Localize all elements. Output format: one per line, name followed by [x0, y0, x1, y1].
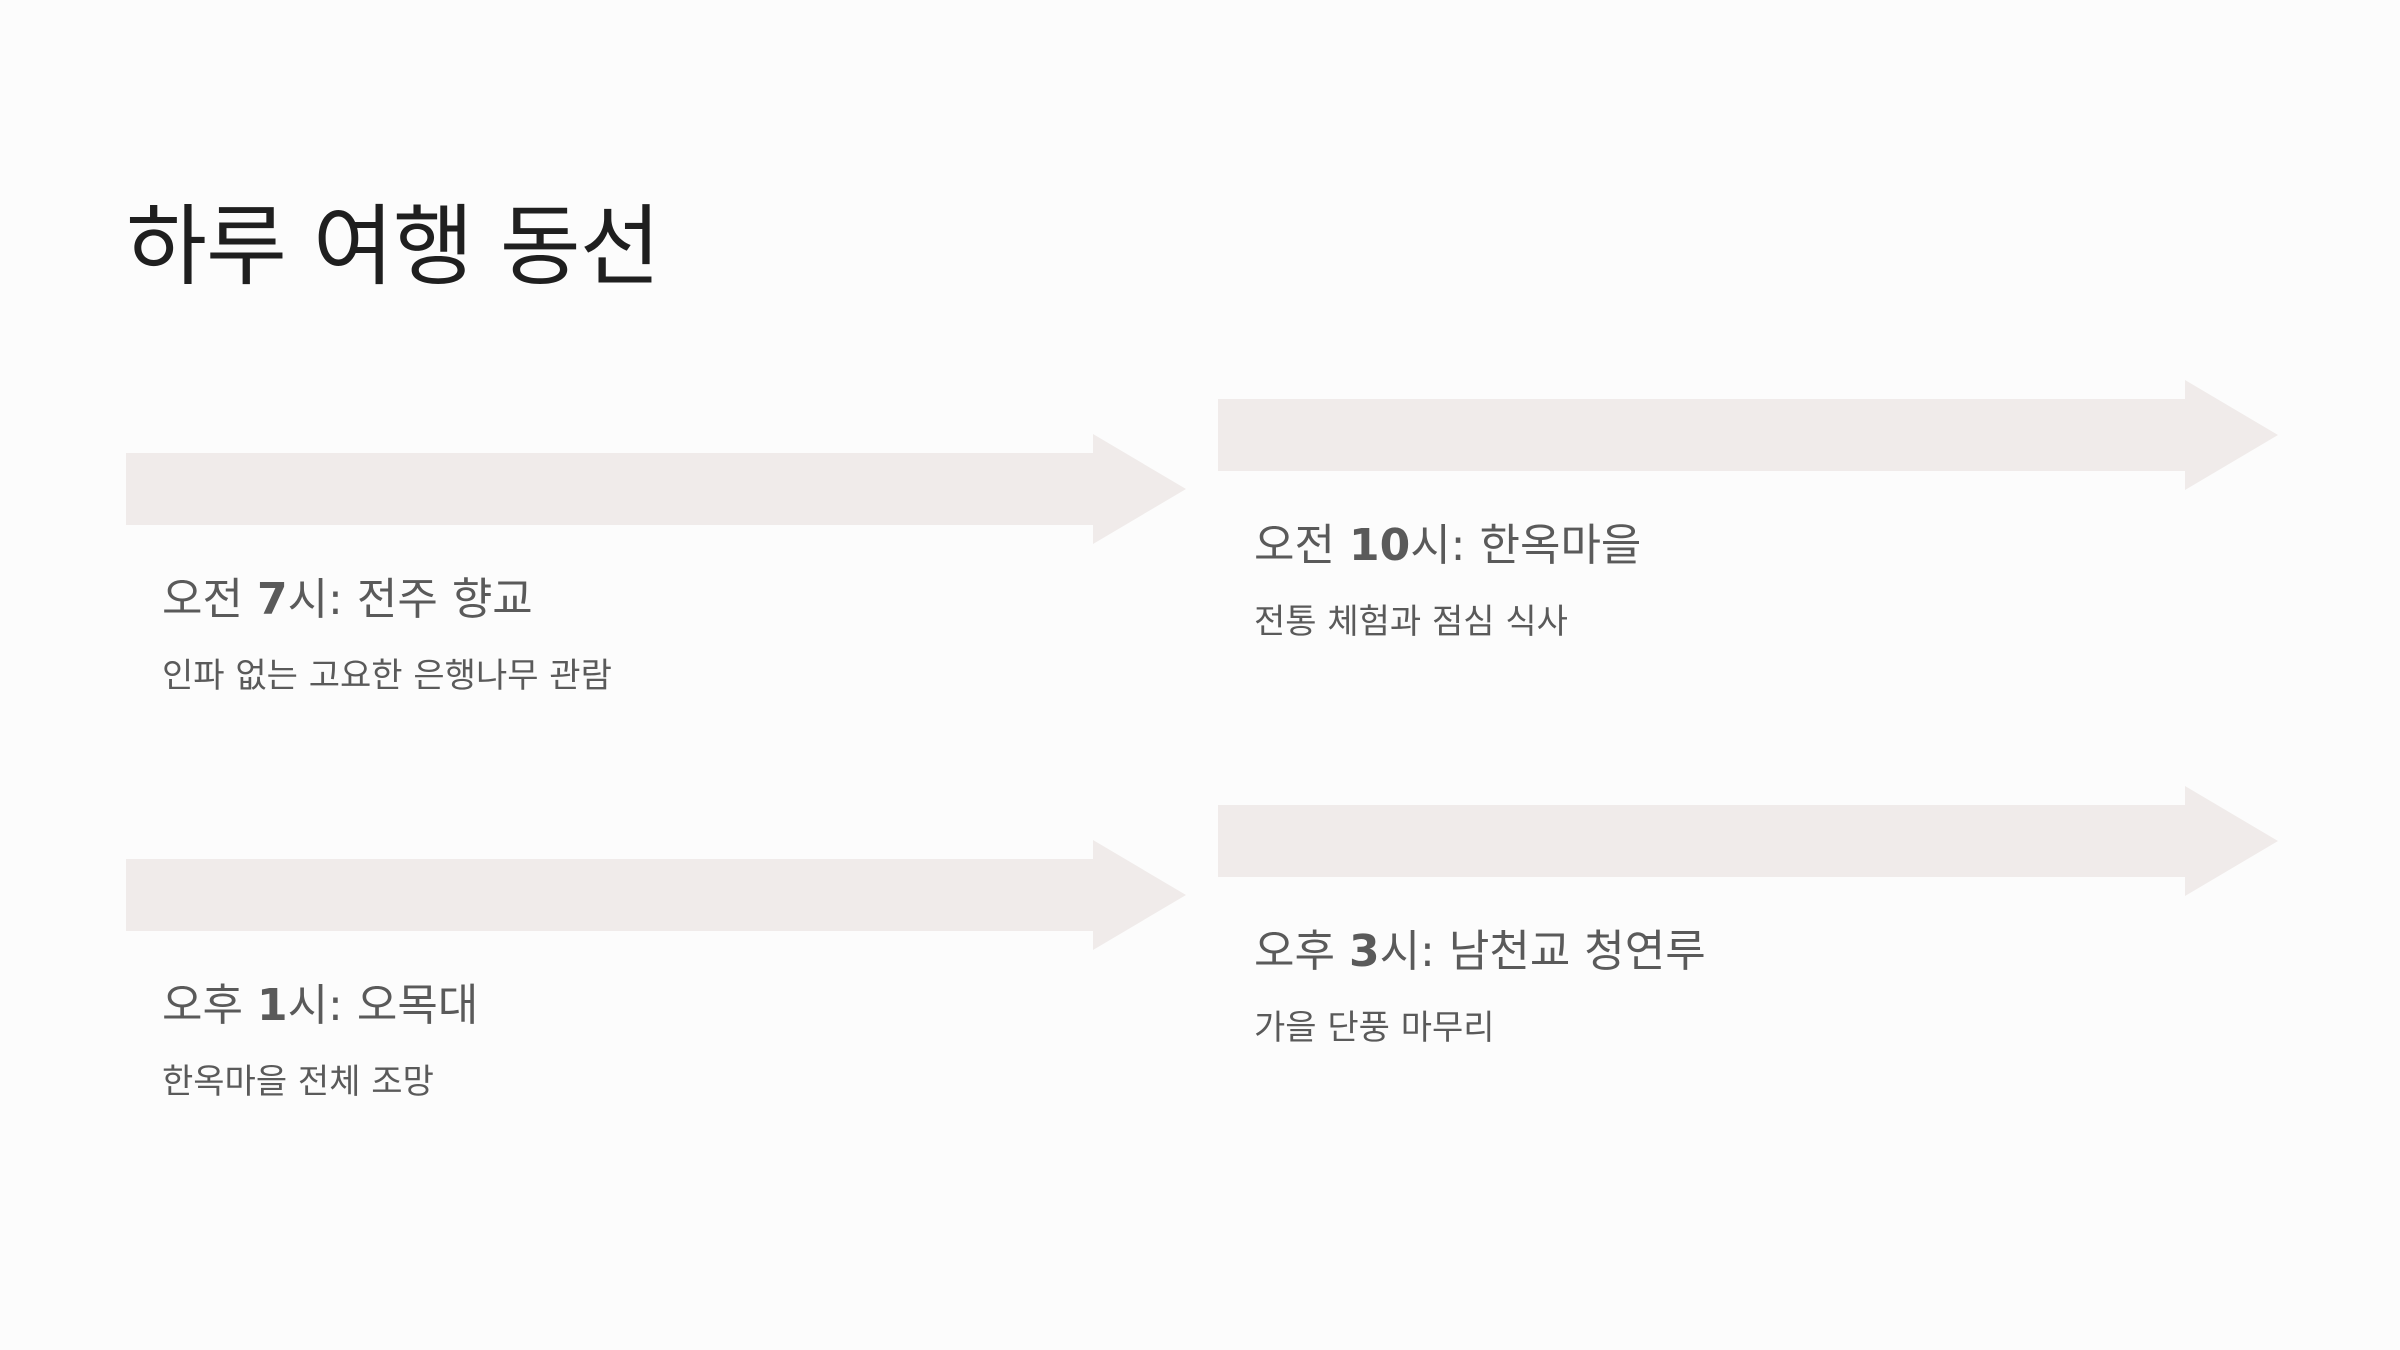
step-time-suffix: 시:: [1379, 926, 1449, 977]
step-card-4: 오후 3시: 남천교 청연루 가을 단풍 마무리: [1218, 786, 2278, 1206]
step-card-3: 오후 1시: 오목대 한옥마을 전체 조망: [126, 840, 1186, 1260]
arrow-shape: [126, 434, 1186, 544]
step-heading: 오전 7시: 전주 향교: [162, 574, 533, 627]
step-place: 한옥마을: [1479, 520, 1642, 571]
step-heading: 오후 1시: 오목대: [162, 980, 478, 1033]
arrow-shape: [1218, 380, 2278, 490]
step-time-number: 10: [1348, 520, 1411, 571]
step-heading: 오후 3시: 남천교 청연루: [1254, 926, 1706, 979]
step-time-prefix: 오후: [162, 980, 257, 1031]
step-card-1: 오전 7시: 전주 향교 인파 없는 고요한 은행나무 관람: [126, 434, 1186, 854]
step-time-prefix: 오전: [162, 574, 257, 625]
step-time-prefix: 오후: [1254, 926, 1349, 977]
step-description: 전통 체험과 점심 식사: [1254, 602, 1568, 642]
step-place: 남천교 청연루: [1448, 926, 1706, 977]
arrow-shape: [1218, 786, 2278, 896]
step-description: 한옥마을 전체 조망: [162, 1062, 434, 1102]
step-place: 오목대: [356, 980, 479, 1031]
arrow-shape: [126, 840, 1186, 950]
step-time-suffix: 시:: [287, 980, 357, 1031]
step-time-number: 1: [256, 980, 288, 1031]
step-description: 가을 단풍 마무리: [1254, 1008, 1495, 1048]
page-title: 하루 여행 동선: [126, 195, 661, 298]
step-time-prefix: 오전: [1254, 520, 1349, 571]
step-time-suffix: 시:: [287, 574, 357, 625]
step-time-number: 3: [1348, 926, 1380, 977]
step-time-number: 7: [256, 574, 288, 625]
step-time-suffix: 시:: [1410, 520, 1480, 571]
step-place: 전주 향교: [356, 574, 533, 625]
step-description: 인파 없는 고요한 은행나무 관람: [162, 656, 612, 696]
step-heading: 오전 10시: 한옥마을: [1254, 520, 1641, 573]
step-card-2: 오전 10시: 한옥마을 전통 체험과 점심 식사: [1218, 380, 2278, 800]
